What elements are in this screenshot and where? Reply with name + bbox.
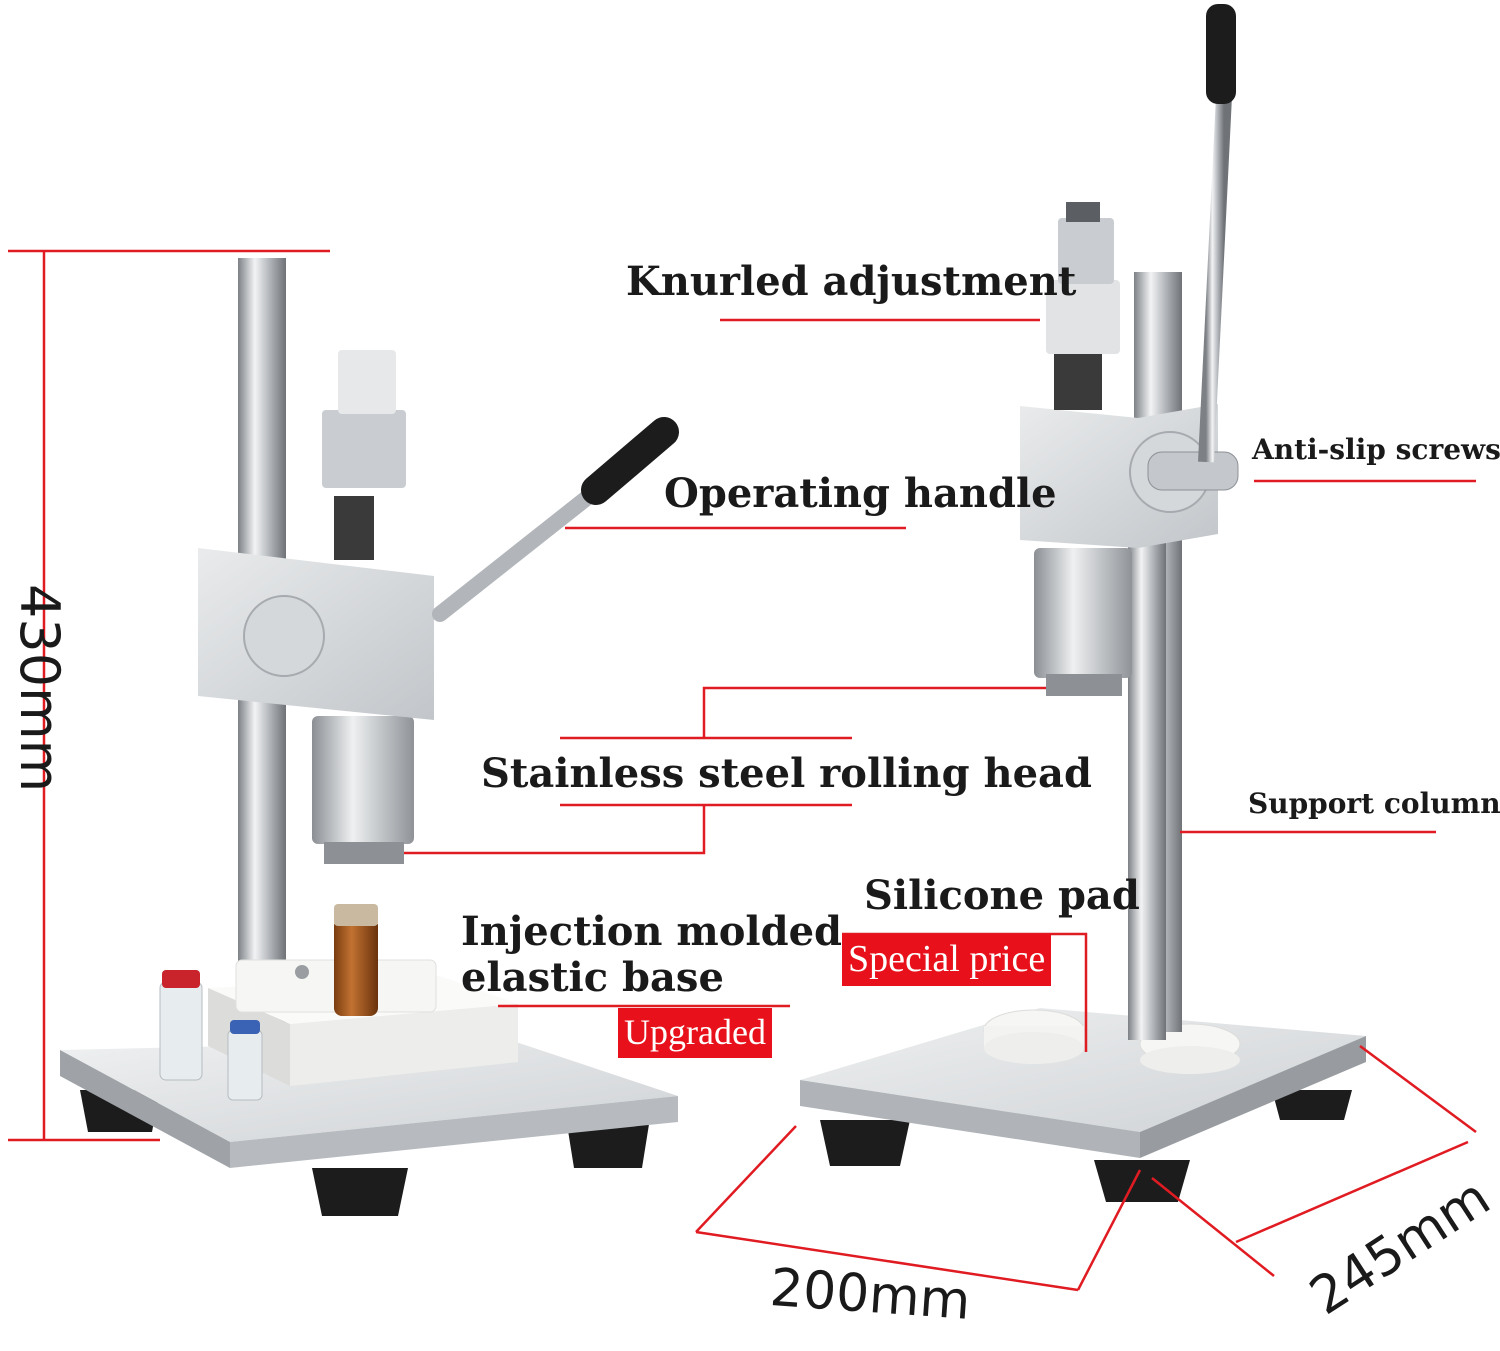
badge-special-price: Special price xyxy=(842,934,1052,986)
left-handle-shaft xyxy=(432,470,620,622)
badge-upgraded: Upgraded xyxy=(618,1008,772,1058)
right-foot-center xyxy=(1094,1160,1190,1202)
left-knurl xyxy=(322,410,406,488)
right-capping-machine xyxy=(800,4,1366,1202)
clear-vial-red xyxy=(159,981,203,1081)
left-base-plate-front xyxy=(230,1096,678,1168)
label-base-line2: elastic base xyxy=(461,954,724,1001)
dim-depth-line xyxy=(1235,1140,1469,1244)
label-knurled-adjustment: Knurled adjustment xyxy=(626,258,1077,305)
right-support-column xyxy=(1128,520,1166,1040)
right-base-plate-right xyxy=(1140,1036,1366,1158)
right-foot-back xyxy=(1272,1090,1352,1120)
left-foot-front xyxy=(312,1168,408,1216)
right-base-plate-left xyxy=(800,1080,1140,1158)
amber-vial xyxy=(334,918,378,1016)
left-white-base-front xyxy=(290,1004,518,1086)
right-rolling-head xyxy=(1034,548,1132,678)
callout-rolling-head-upper xyxy=(560,686,1046,740)
label-anti-slip-screws: Anti-slip screws xyxy=(1252,433,1500,466)
right-foot-left xyxy=(820,1120,910,1166)
left-capping-machine xyxy=(60,258,679,1216)
right-knurl xyxy=(1046,280,1120,354)
clear-vial-blue xyxy=(227,1029,263,1101)
label-operating-handle: Operating handle xyxy=(664,470,1057,517)
left-spring xyxy=(334,496,374,560)
callout-lines xyxy=(8,249,1477,1292)
dimension-width: 200mm xyxy=(768,1258,973,1332)
label-silicone-pad: Silicone pad xyxy=(864,872,1140,919)
left-base-plate-top xyxy=(60,1040,678,1142)
label-support-column: Support column xyxy=(1248,787,1500,820)
right-spring xyxy=(1054,350,1102,410)
callout-rolling-head-lower xyxy=(404,803,852,855)
dim-width-line xyxy=(695,1230,1079,1292)
left-rolling-head xyxy=(312,716,414,844)
label-base-line1: Injection molded xyxy=(461,908,843,955)
left-block-disc xyxy=(243,595,325,677)
dimension-height: 430mm xyxy=(8,584,71,793)
label-rolling-head: Stainless steel rolling head xyxy=(481,750,1092,797)
right-handle-shaft xyxy=(1198,95,1232,463)
left-base-plate-side xyxy=(60,1050,230,1168)
